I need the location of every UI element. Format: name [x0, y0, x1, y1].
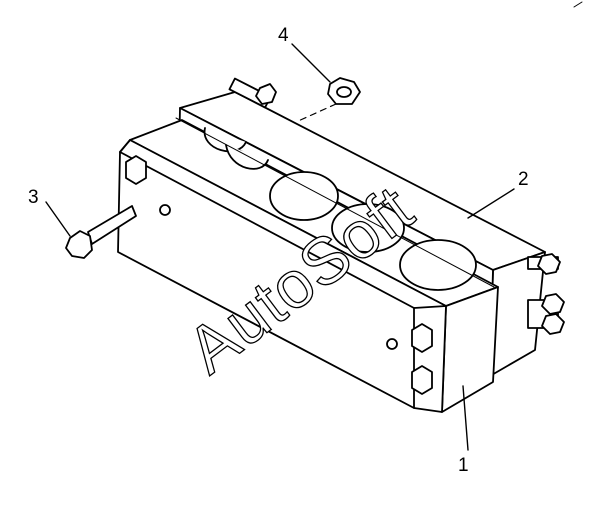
- callout-2: 2: [518, 169, 529, 190]
- corner-mark: [573, 1, 583, 8]
- front-face-hole-right: [386, 338, 398, 350]
- front-face-hole-left: [159, 204, 171, 216]
- front-bolt-top-right: [411, 323, 433, 353]
- cable-holes: [175, 117, 495, 291]
- rear-top-bolt: [228, 77, 277, 109]
- callout-1: 1: [458, 455, 469, 476]
- callout-4: 4: [278, 25, 289, 46]
- callout-3: 3: [28, 187, 39, 208]
- detached-hex-nut: [295, 77, 361, 123]
- front-bolt-bottom-right: [411, 365, 433, 395]
- rear-right-upper-bolt: [527, 253, 561, 275]
- detached-hex-bolt: [65, 205, 137, 259]
- rear-right-lower-bolt: [527, 293, 565, 335]
- leader-line-4: [291, 43, 331, 83]
- leader-line-3: [45, 201, 71, 237]
- leader-line-1: [462, 385, 469, 451]
- front-bolt-top-left: [125, 155, 147, 185]
- leader-line-2: [467, 188, 515, 219]
